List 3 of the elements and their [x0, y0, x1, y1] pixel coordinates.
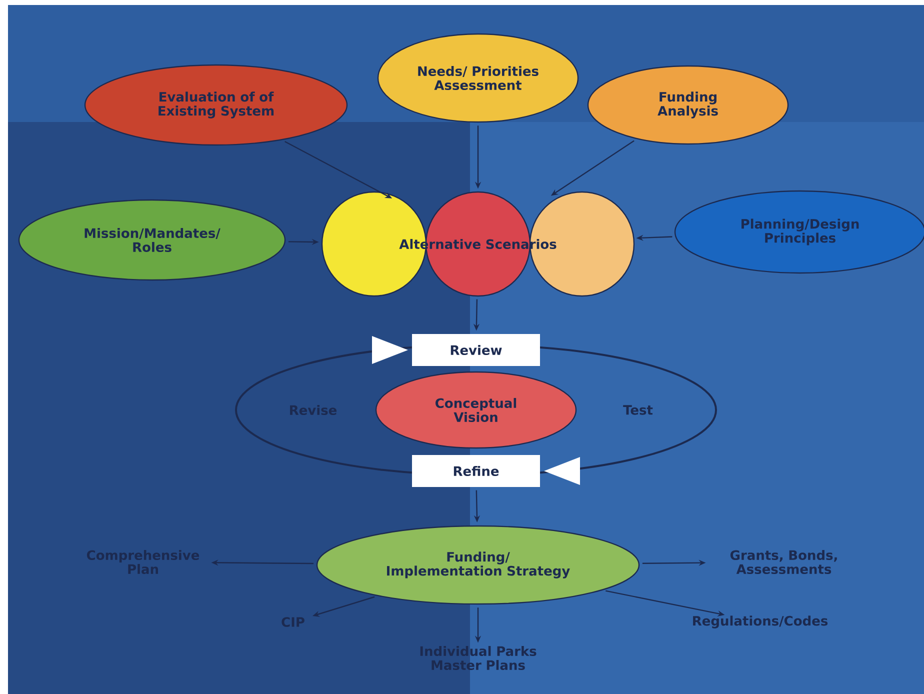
result-text: Grants, Bonds, Assessments	[730, 550, 837, 574]
result-text: Individual Parks Master Plans	[420, 646, 536, 670]
result-text: Regulations/Codes	[693, 616, 828, 628]
